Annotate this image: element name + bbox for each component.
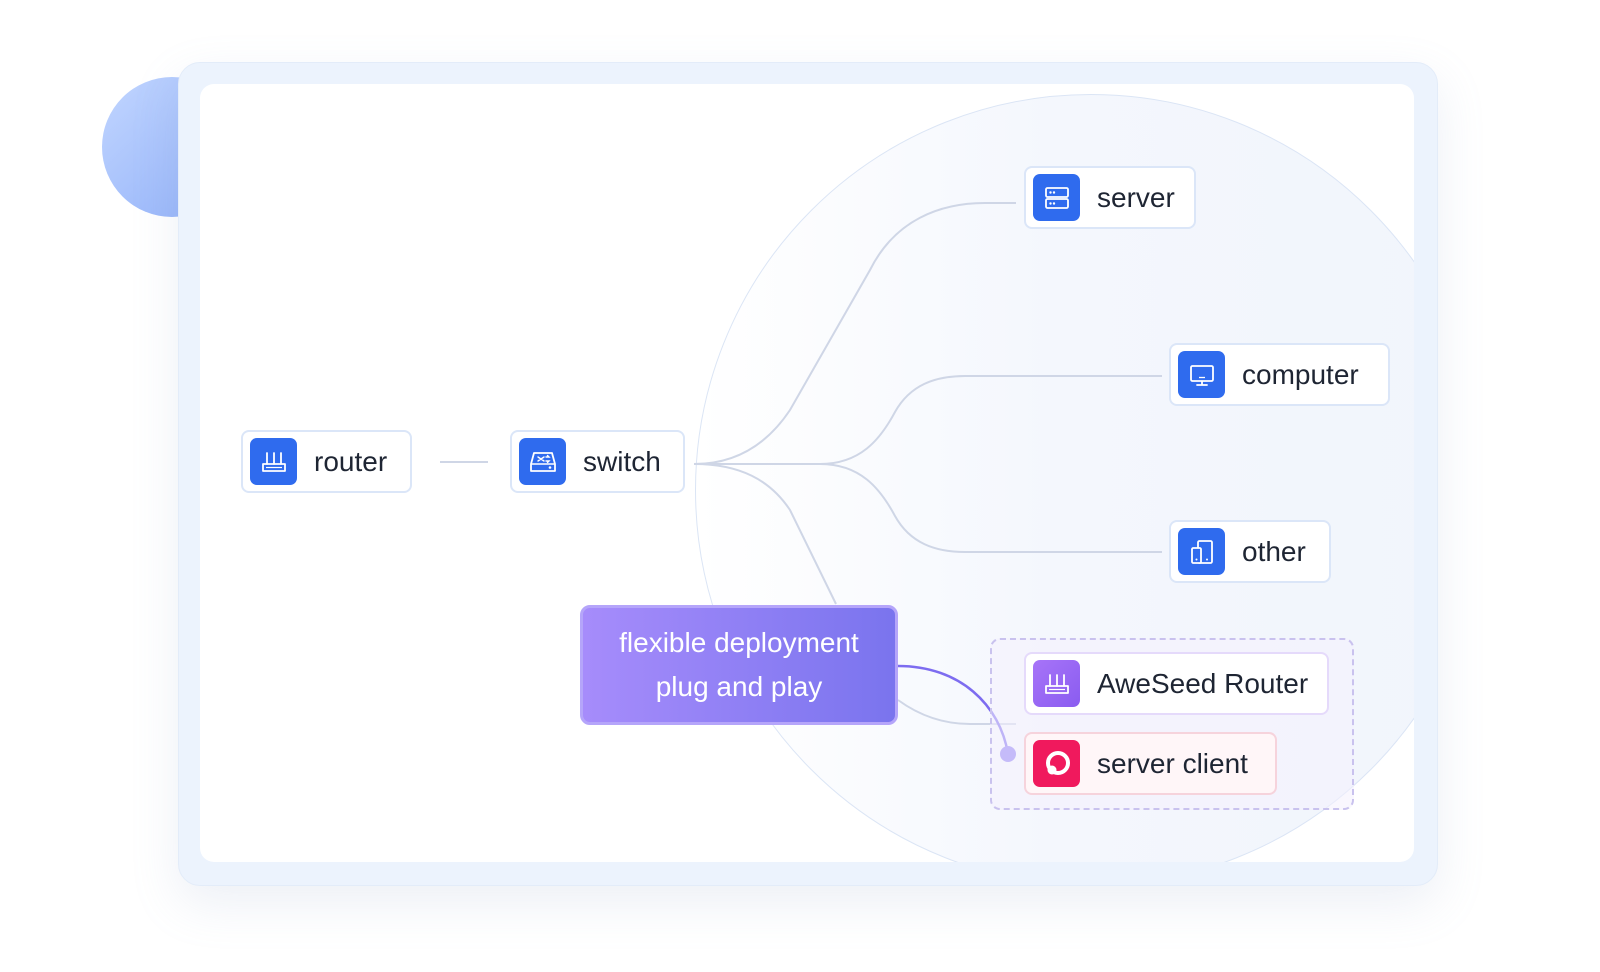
node-other-label: other: [1242, 535, 1306, 567]
node-aweseed-router[interactable]: AweSeed Router: [1024, 652, 1329, 715]
node-server-label: server: [1097, 181, 1175, 213]
callout-line-2: plug and play: [655, 671, 823, 702]
switch-icon: [519, 438, 566, 485]
link-switch-other: [694, 463, 1162, 553]
devices-icon: [1178, 528, 1225, 575]
link-callout-group: [897, 699, 1016, 725]
client-logo-icon: [1033, 740, 1080, 787]
node-computer[interactable]: computer: [1169, 343, 1390, 406]
node-server[interactable]: server: [1024, 166, 1196, 229]
node-other[interactable]: other: [1169, 520, 1331, 583]
link-switch-computer: [694, 375, 1162, 465]
node-switch-label: switch: [583, 445, 661, 477]
node-router[interactable]: router: [241, 430, 412, 493]
router-icon: [250, 438, 297, 485]
deployment-callout: flexible deployment plug and play: [580, 605, 898, 725]
router-icon: [1033, 660, 1080, 707]
node-router-label: router: [314, 445, 388, 477]
link-switch-callout: [693, 463, 837, 605]
node-switch[interactable]: switch: [510, 430, 685, 493]
node-server-client[interactable]: server client: [1024, 732, 1277, 795]
node-aweseed-router-label: AweSeed Router: [1097, 667, 1309, 699]
node-computer-label: computer: [1242, 358, 1359, 390]
server-icon: [1033, 174, 1080, 221]
node-server-client-label: server client: [1097, 747, 1248, 779]
callout-line-1: flexible deployment: [619, 627, 859, 658]
link-switch-server: [693, 202, 1016, 465]
monitor-icon: [1178, 351, 1225, 398]
